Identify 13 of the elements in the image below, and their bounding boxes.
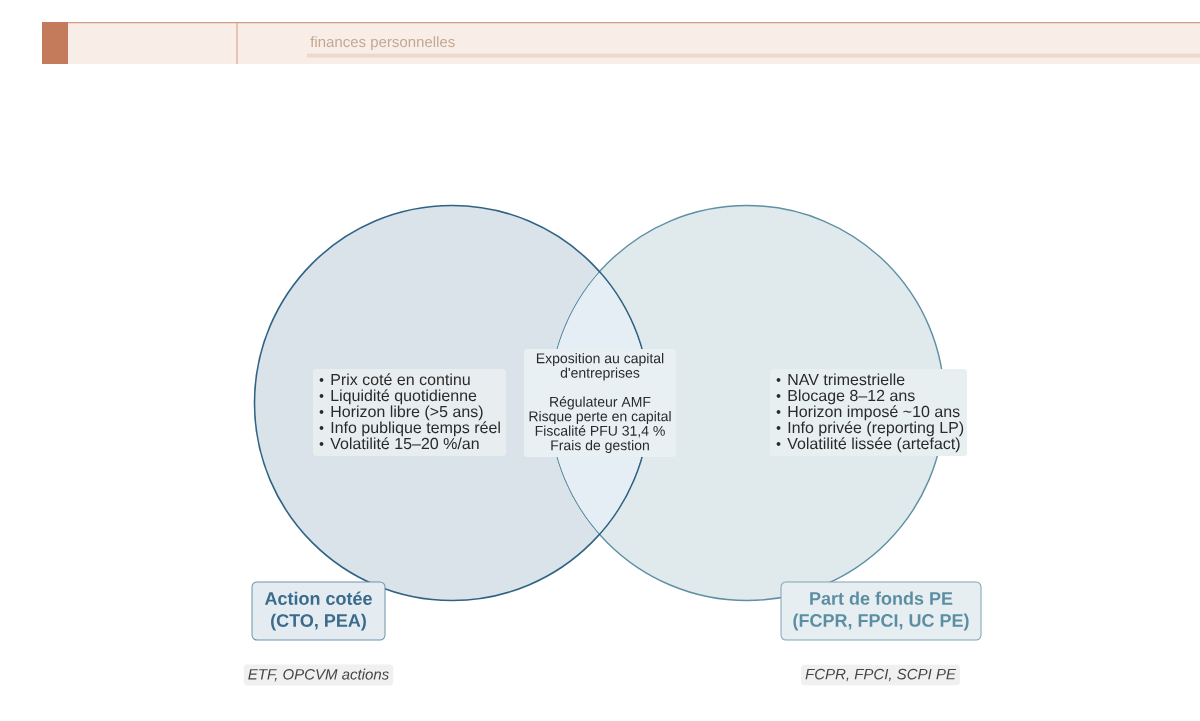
note-tag: FCPR, FPCI, SCPI PE <box>801 664 960 686</box>
text-panel: Exposition au capital d'entreprises Régulateur AMF Risque perte en capital Fiscalité PFU 31,4 % Frais de gestion <box>524 349 676 458</box>
tagline: finances personnelles <box>310 36 455 51</box>
node-label: Info publique temps réel <box>331 421 500 437</box>
label-box: Part de fonds PE (FCPR, FPCI, UC PE) <box>780 581 982 641</box>
note-tag: ETF, OPCVM actions <box>243 664 394 686</box>
node-label: Liquidité quotidienne <box>331 389 477 405</box>
label-box: Action cotée (CTO, PEA) <box>251 581 386 641</box>
bullet-list: NAV trimestrielle Blocage 8–12 ans Horizon imposé ~10 ans Info privée (reporting LP) Volatilité lissée (artefact) <box>770 369 967 456</box>
bullet-list: Prix coté en continu Liquidité quotidienne Horizon libre (>5 ans) Info publique temps réel Volatilité 15–20 %/an <box>313 369 506 456</box>
node-label: Volatilité 15–20 %/an <box>330 437 479 450</box>
node-label: Prix coté en continu <box>331 373 470 386</box>
node-label: Horizon libre (>5 ans) <box>331 405 483 421</box>
